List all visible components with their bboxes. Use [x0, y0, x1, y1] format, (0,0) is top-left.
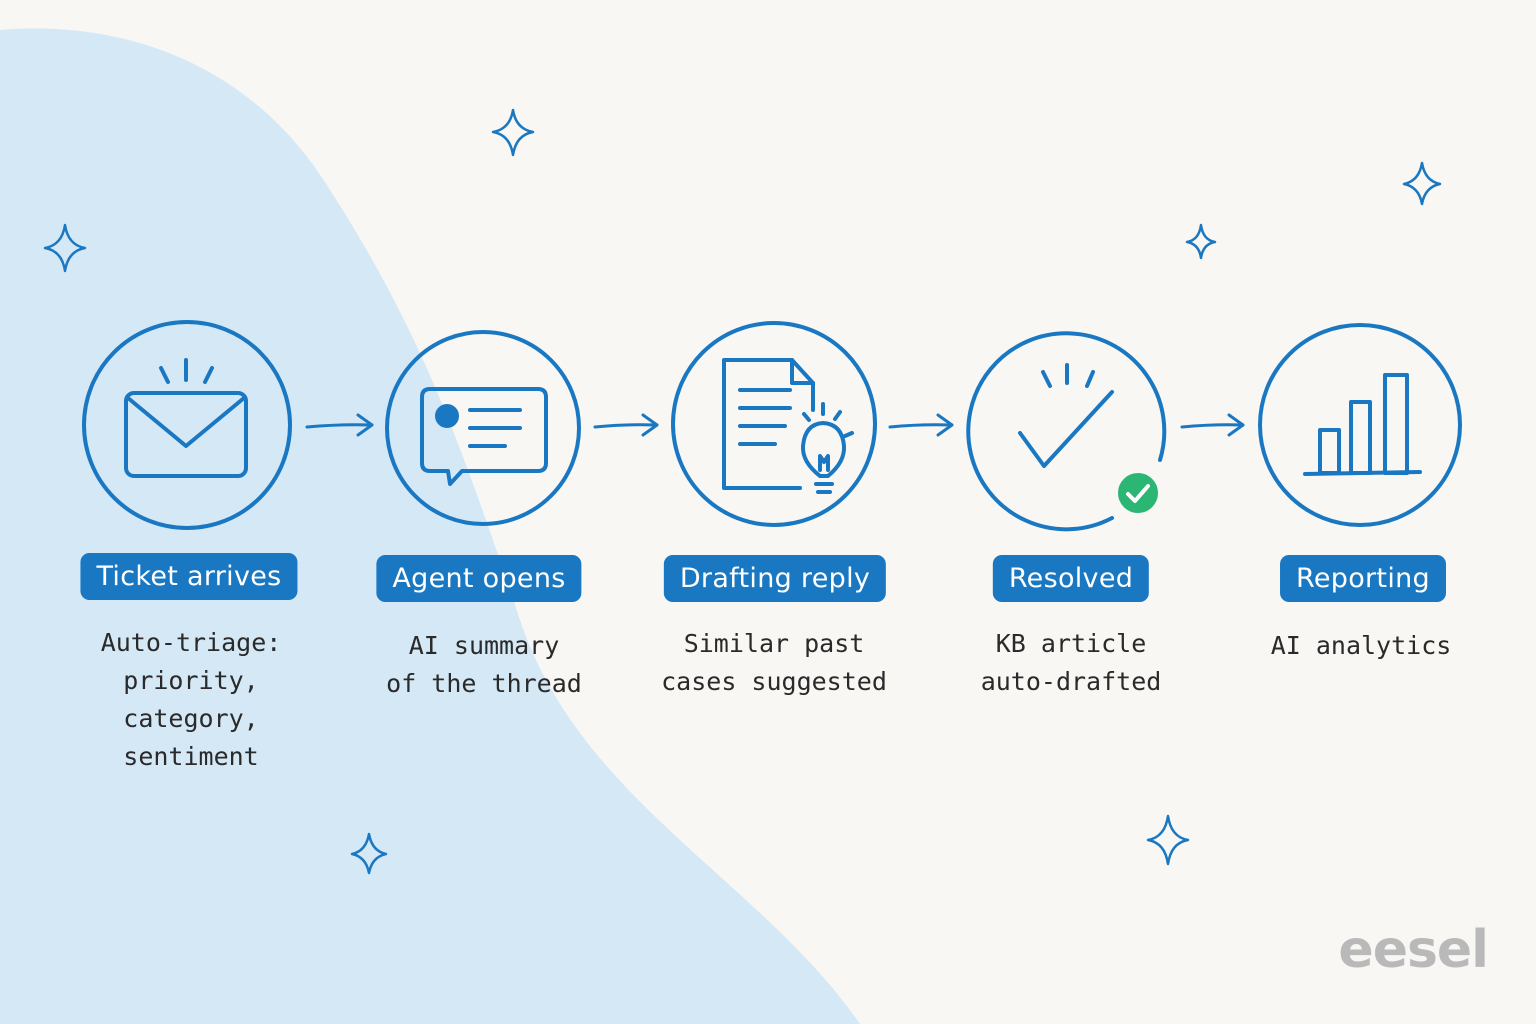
success-check-badge	[1114, 469, 1162, 517]
checkmark-icon	[1018, 363, 1114, 468]
arrow-icon	[888, 413, 954, 437]
sparkle-icon	[1146, 814, 1190, 866]
step-description: Auto-triage:priority, category,sentiment	[100, 628, 282, 771]
background-blob	[0, 28, 860, 1024]
arrow-icon	[305, 413, 374, 437]
sparkle-icon	[350, 832, 388, 875]
sparkle-icon	[491, 108, 535, 157]
arrow-icon	[1180, 413, 1245, 437]
step-description: AI analytics	[1270, 631, 1452, 660]
step-label-reporting: Reporting	[1280, 555, 1446, 602]
sparkle-icon	[1185, 223, 1217, 260]
sparkle-icon	[43, 223, 87, 273]
step-label-drafting-reply: Drafting reply	[663, 555, 887, 602]
step-circle	[966, 331, 1167, 532]
document-lightbulb-icon	[722, 358, 854, 494]
step-label-ticket-arrives: Ticket arrives	[80, 553, 298, 600]
step-circle	[82, 320, 292, 530]
step-label-resolved: Resolved	[992, 555, 1150, 602]
sparkle-icon	[1402, 161, 1442, 206]
step-circle	[385, 330, 581, 526]
step-circle	[671, 321, 877, 527]
arrow-icon	[593, 413, 659, 437]
step-label-agent-opens: Agent opens	[376, 555, 582, 602]
eesel-logo: eesel	[1338, 920, 1489, 980]
chat-card-icon	[420, 387, 548, 486]
bar-chart-icon	[1303, 373, 1422, 476]
envelope-icon	[124, 358, 248, 478]
step-circle	[1258, 323, 1462, 527]
